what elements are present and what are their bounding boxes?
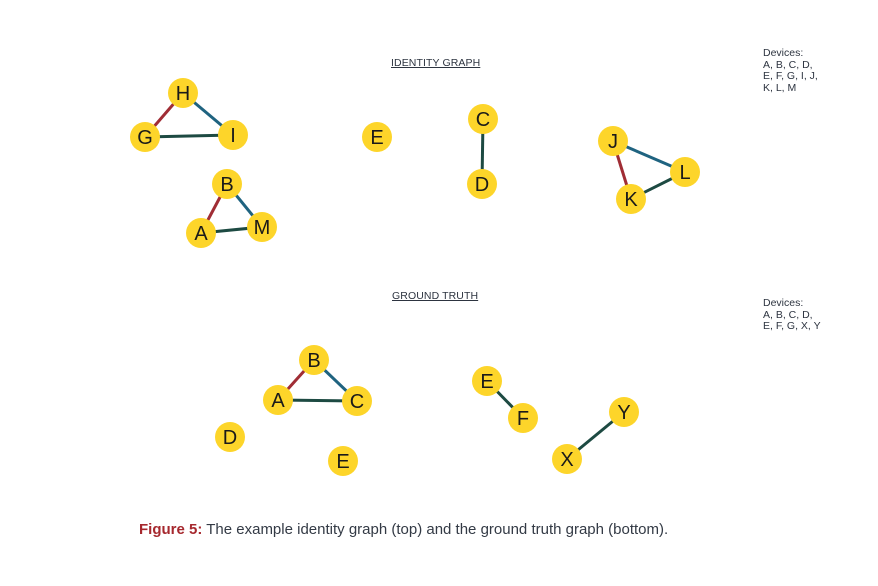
- truth-node-a: A: [263, 385, 293, 415]
- svg-text:X: X: [560, 449, 573, 471]
- devices-line: A, B, C, D,: [763, 58, 813, 71]
- svg-text:A: A: [194, 223, 208, 245]
- identity-node-a: A: [186, 218, 216, 248]
- identity-node-e: E: [362, 122, 392, 152]
- identity-graph-devices: Devices: A, B, C, D, E, F, G, I, J, K, L…: [763, 47, 818, 94]
- truth-node-b: B: [299, 345, 329, 375]
- svg-text:D: D: [223, 427, 237, 449]
- identity-node-g: G: [130, 122, 160, 152]
- svg-text:M: M: [254, 217, 271, 239]
- svg-text:A: A: [271, 390, 285, 412]
- figure-label: Figure 5:: [139, 521, 203, 538]
- identity-node-i: I: [218, 120, 248, 150]
- svg-text:J: J: [608, 131, 618, 153]
- ground-truth-title: GROUND TRUTH: [392, 290, 479, 302]
- figure-caption: Figure 5: The example identity graph (to…: [139, 521, 668, 538]
- svg-text:F: F: [517, 408, 529, 430]
- svg-text:H: H: [176, 83, 190, 105]
- identity-node-h: H: [168, 78, 198, 108]
- identity-node-k: K: [616, 184, 646, 214]
- svg-text:B: B: [307, 350, 320, 372]
- identity-graph-title: IDENTITY GRAPH: [391, 57, 481, 69]
- truth-node-e: E: [472, 366, 502, 396]
- devices-label: Devices:: [763, 47, 804, 59]
- caption-text: The example identity graph (top) and the…: [202, 521, 669, 538]
- identity-node-b: B: [212, 169, 242, 199]
- svg-text:L: L: [679, 162, 690, 184]
- truth-node-x: X: [552, 444, 582, 474]
- svg-text:K: K: [624, 189, 638, 211]
- devices-line: K, L, M: [763, 81, 797, 94]
- devices-line: E, F, G, I, J,: [763, 70, 818, 82]
- devices-label: Devices:: [763, 297, 804, 309]
- truth-node-f: F: [508, 403, 538, 433]
- svg-text:I: I: [230, 125, 236, 147]
- devices-line: A, B, C, D,: [763, 308, 813, 321]
- svg-text:D: D: [475, 174, 489, 196]
- svg-text:E: E: [480, 371, 493, 393]
- truth-node-d: D: [215, 422, 245, 452]
- svg-text:C: C: [476, 109, 490, 131]
- svg-text:Y: Y: [617, 402, 630, 424]
- svg-text:B: B: [220, 174, 233, 196]
- identity-node-d: D: [467, 169, 497, 199]
- identity-node-m: M: [247, 212, 277, 242]
- svg-text:C: C: [350, 391, 364, 413]
- identity-node-c: C: [468, 104, 498, 134]
- devices-line: E, F, G, X, Y: [763, 320, 821, 332]
- truth-node-e: E: [328, 446, 358, 476]
- truth-node-c: C: [342, 386, 372, 416]
- svg-text:E: E: [370, 127, 383, 149]
- svg-text:G: G: [137, 127, 153, 149]
- truth-node-y: Y: [609, 397, 639, 427]
- ground-truth-devices: Devices: A, B, C, D, E, F, G, X, Y: [763, 297, 821, 333]
- identity-node-j: J: [598, 126, 628, 156]
- identity-node-l: L: [670, 157, 700, 187]
- svg-text:E: E: [336, 451, 349, 473]
